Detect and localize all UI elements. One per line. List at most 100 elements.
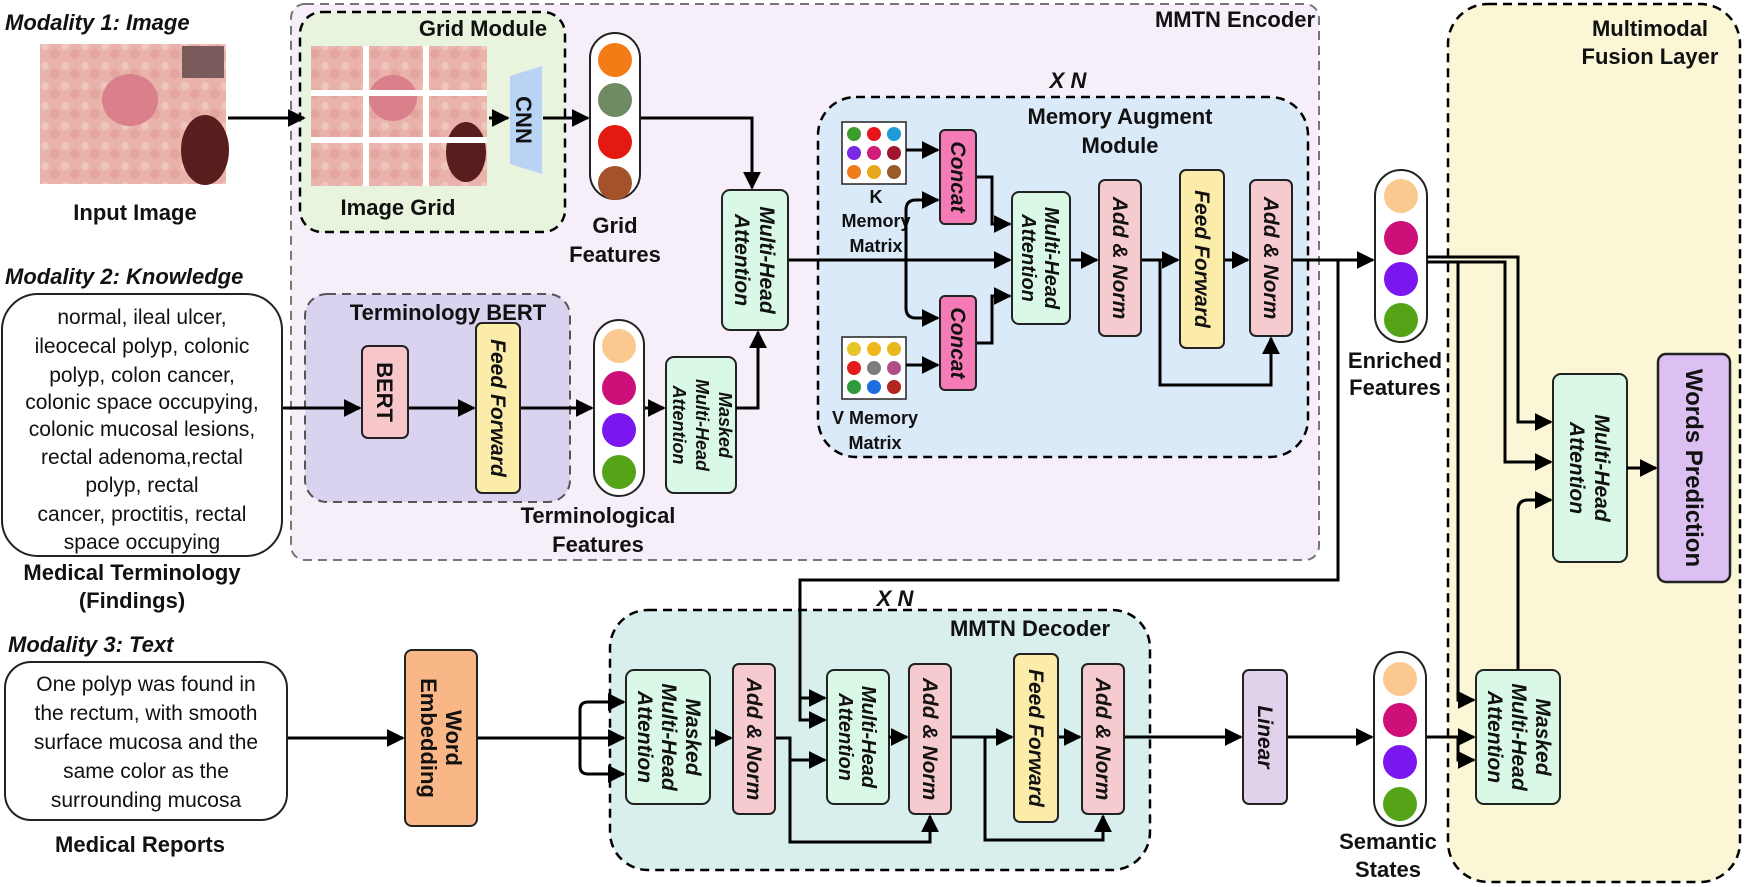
v-memory-label-1: V Memory (832, 408, 918, 428)
term-feed-forward-block (475, 322, 521, 494)
term-features-column (593, 319, 645, 497)
svg-text:Multi-Head: Multi-Head (857, 686, 879, 789)
enc-add-norm-1 (1098, 179, 1142, 337)
semantic-dot-4 (1383, 787, 1417, 821)
semantic-states-column (1373, 651, 1427, 827)
report-line-2: the rectum, with smooth (35, 702, 258, 725)
svg-text:Attention: Attention (1483, 690, 1506, 783)
bert-label: BERT (372, 362, 397, 422)
svg-text:Embedding: Embedding (416, 678, 441, 798)
terminology-line-1: normal, ileal ulcer, (57, 306, 226, 329)
repeat-label-top: X N (1048, 68, 1088, 93)
svg-text:Attention: Attention (633, 690, 656, 783)
terminology-line-5: colonic mucosal lesions, (29, 418, 255, 441)
grid-module-title: Grid Module (419, 16, 547, 41)
report-text-box (4, 661, 288, 821)
modality-image-label: Modality 1: Image (5, 10, 190, 35)
semantic-states-label-2: States (1355, 857, 1421, 882)
grid-features-label-1: Grid (592, 213, 637, 238)
svg-text:Multi-Head: Multi-Head (1590, 414, 1613, 523)
terminology-line-4: colonic space occupying, (25, 391, 258, 414)
memory-mha-label: Multi-Head Attention (1017, 207, 1062, 310)
dec-masked-mha-label: Masked Multi-Head Attention (633, 683, 704, 792)
semantic-dot-2 (1383, 703, 1417, 737)
dec-add-norm-3 (1081, 663, 1125, 815)
image-grid (311, 46, 487, 186)
report-line-1: One polyp was found in (36, 673, 255, 696)
terminology-line-6: rectal adenoma,rectal (41, 446, 243, 469)
terminology-line-3: polyp, colon cancer, (49, 364, 235, 387)
terminological-features-label-1: Terminological (521, 503, 676, 528)
term-feature-dot-4 (602, 455, 636, 489)
bert-block (361, 345, 409, 439)
k-memory-label-1: K (870, 187, 883, 207)
svg-text:Multi-Head: Multi-Head (755, 206, 778, 315)
svg-text:Multi-Head: Multi-Head (692, 379, 712, 472)
svg-text:Word: Word (441, 710, 466, 766)
fusion-title-1: Multimodal (1592, 16, 1708, 41)
v-memory-label-2: Matrix (848, 433, 901, 453)
semantic-dot-3 (1383, 745, 1417, 779)
memory-mha-block (1011, 191, 1071, 325)
svg-text:Attention: Attention (834, 692, 856, 781)
cnn-label: CNN (511, 96, 536, 144)
term-masked-mha-block (665, 356, 737, 494)
terminology-bert-title: Terminology BERT (350, 300, 547, 325)
semantic-dot-1 (1383, 662, 1417, 696)
svg-text:Multi-Head: Multi-Head (1040, 207, 1062, 310)
image-grid-label: Image Grid (341, 195, 456, 220)
decoder-title: MMTN Decoder (950, 616, 1111, 641)
encoder-mha-block (721, 189, 789, 331)
fusion-mha-block (1552, 373, 1628, 563)
word-embedding-block (404, 649, 478, 827)
repeat-label-bottom: X N (875, 586, 915, 611)
word-embedding-label: Word Embedding (416, 678, 466, 798)
memory-module-title-2: Module (1082, 133, 1159, 158)
fusion-title-2: Fusion Layer (1582, 44, 1719, 69)
fusion-mha-label: Multi-Head Attention (1565, 414, 1613, 523)
dec-feed-forward-label: Feed Forward (1024, 669, 1047, 808)
k-memory-dots (847, 127, 901, 179)
enriched-features-label-1: Enriched (1348, 348, 1442, 373)
enc-add-norm-1-label: Add & Norm (1108, 196, 1131, 320)
enriched-feature-dot-4 (1384, 303, 1418, 337)
svg-text:Attention: Attention (1565, 421, 1588, 514)
words-prediction-block (1656, 352, 1732, 584)
linear-block (1242, 669, 1288, 805)
terminological-features-label-2: Features (552, 532, 644, 557)
dec-add-norm-2 (908, 663, 952, 815)
svg-text:Multi-Head: Multi-Head (1507, 683, 1530, 792)
enriched-feature-dot-1 (1384, 179, 1418, 213)
concat-k-label: Concat (946, 141, 969, 213)
cnn-block (510, 66, 542, 174)
svg-text:Attention: Attention (669, 385, 689, 465)
terminology-line-9: space occupying (64, 531, 220, 554)
dec-add-norm-3-label: Add & Norm (1091, 677, 1114, 801)
enriched-feature-dot-2 (1384, 221, 1418, 255)
terminology-line-2: ileocecal polyp, colonic (35, 335, 250, 358)
term-feed-forward-label: Feed Forward (486, 339, 509, 478)
grid-feature-dot-2 (598, 83, 632, 117)
enriched-features-label-2: Features (1349, 375, 1441, 400)
dec-feed-forward (1013, 653, 1059, 823)
concat-v-block (939, 295, 977, 391)
dec-mha-label: Multi-Head Attention (834, 686, 879, 789)
grid-feature-dot-4 (598, 166, 632, 200)
dec-add-norm-2-label: Add & Norm (918, 677, 941, 801)
medical-terminology-label-2: (Findings) (79, 588, 185, 613)
svg-text:Masked: Masked (681, 698, 704, 776)
svg-text:Masked: Masked (715, 392, 735, 459)
encoder-mha-label: Multi-Head Attention (730, 206, 778, 315)
concat-v-label: Concat (946, 307, 969, 379)
enc-feed-forward-label: Feed Forward (1190, 190, 1213, 329)
enc-feed-forward (1179, 169, 1225, 349)
medical-terminology-label-1: Medical Terminology (23, 560, 241, 585)
svg-text:Masked: Masked (1531, 698, 1554, 776)
report-line-4: same color as the (63, 760, 229, 783)
linear-label: Linear (1253, 705, 1276, 770)
medical-reports-label: Medical Reports (55, 832, 225, 857)
term-feature-dot-2 (602, 371, 636, 405)
encoder-title: MMTN Encoder (1155, 7, 1316, 32)
terminology-text-box (1, 293, 283, 557)
